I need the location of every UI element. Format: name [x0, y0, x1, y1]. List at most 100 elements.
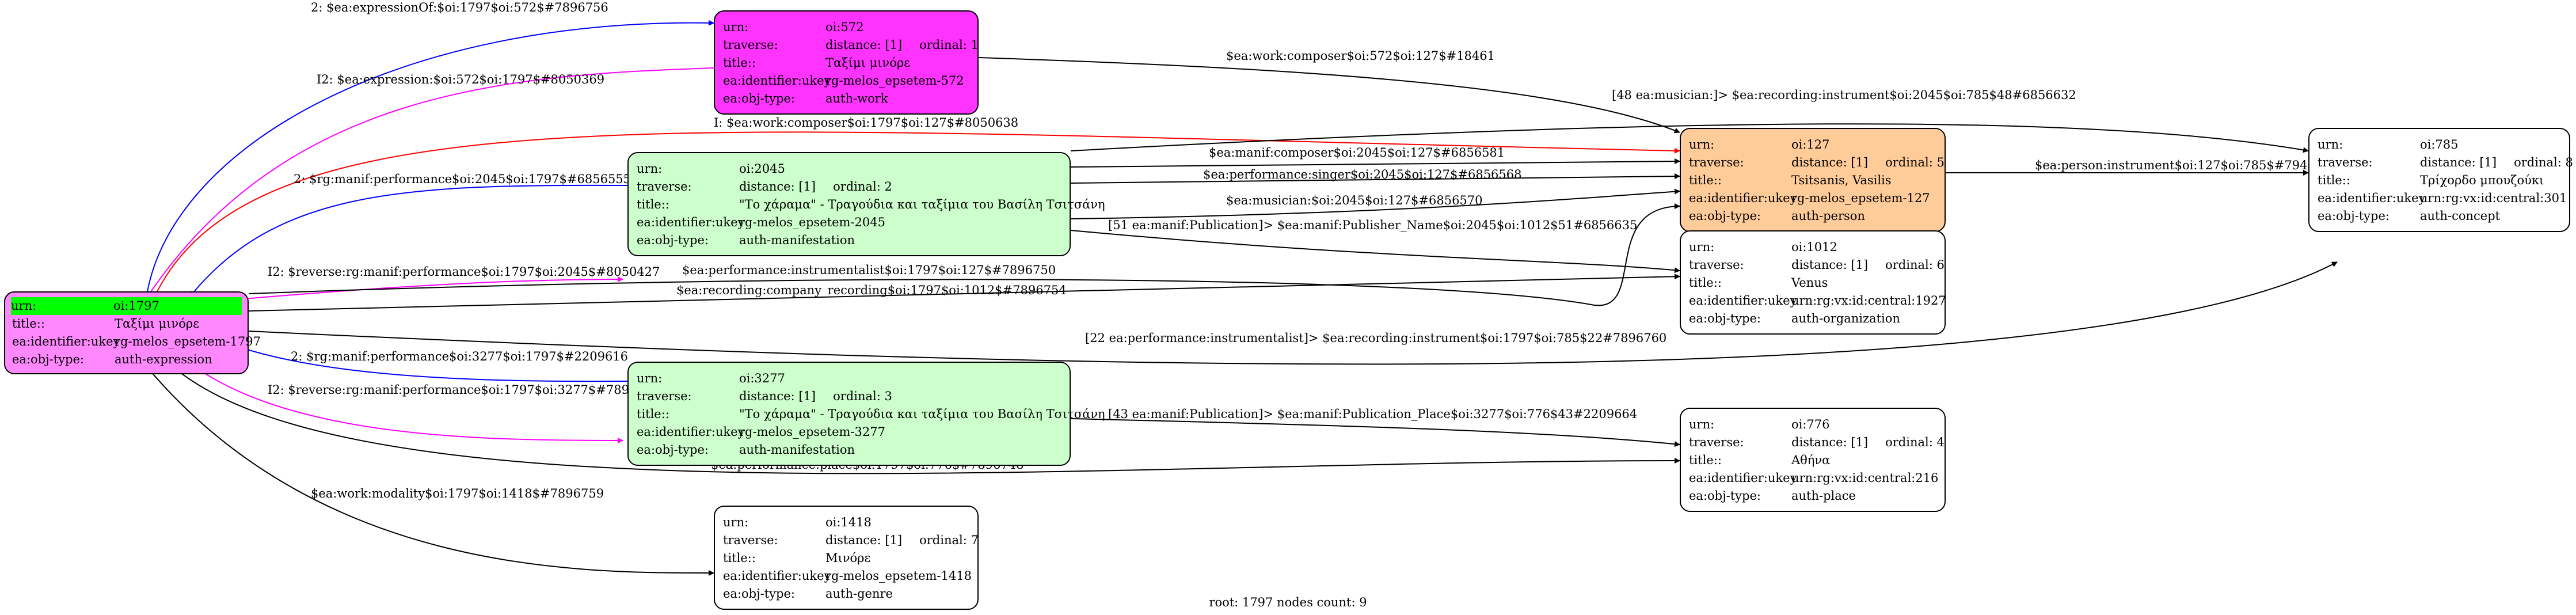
type-value: auth-manifestation: [739, 233, 855, 247]
edge-label: $ea:recording:company_recording$oi:1797$…: [676, 283, 1067, 297]
title-value: Τρίχορδο μπουζούκι: [2420, 173, 2544, 187]
title-key: title::: [1689, 453, 1722, 467]
node-1012[interactable]: urn:oi:1012 traverse:distance: [1]ordina…: [1680, 230, 1946, 335]
type-key: ea:obj-type:: [723, 92, 795, 105]
type-value: auth-manifestation: [739, 443, 855, 457]
edge-label: $ea:performance:singer$oi:2045$oi:127$#6…: [1203, 168, 1522, 181]
edge-label: $ea:work:modality$oi:1797$oi:1418$#78967…: [311, 487, 604, 500]
edge-572-1797: [146, 67, 714, 298]
distance-value: distance: [1]: [2420, 155, 2497, 169]
type-value: auth-work: [825, 92, 888, 105]
urn-value: oi:127: [1791, 138, 1830, 151]
urn-value: oi:572: [825, 20, 864, 34]
ukey-key: ea:identifier:ukey: [637, 425, 745, 439]
node-3277[interactable]: urn:oi:3277 traverse:distance: [1]ordina…: [627, 362, 1105, 466]
urn-key: urn:: [1689, 240, 1715, 254]
edge-2045-127-a: [1070, 158, 1680, 168]
ukey-value: rg-melos_epsetem-1797: [115, 335, 261, 348]
type-value: auth-genre: [825, 587, 893, 601]
type-value: auth-person: [1791, 209, 1865, 223]
ordinal-value: ordinal: 2: [833, 180, 892, 193]
edge-1797-1012: [248, 274, 1680, 312]
title-value: Μινόρε: [825, 551, 871, 565]
ukey-value: rg-melos_epsetem-3277: [739, 425, 885, 439]
title-value: Venus: [1791, 276, 1828, 290]
ukey-value: urn:rg:vx:id:central:1927: [1791, 294, 1946, 308]
urn-value: oi:3277: [739, 371, 785, 385]
urn-value: oi:1418: [825, 515, 872, 529]
urn-key: urn:: [11, 299, 37, 313]
node-1797[interactable]: urn:oi:1797 title::Ταξίμι μινόρε ea:iden…: [4, 291, 261, 374]
distance-value: distance: [1]: [1791, 155, 1869, 169]
edge-label: I2: $ea:expression:$oi:572$oi:1797$#8050…: [317, 73, 604, 86]
title-key: title::: [723, 551, 756, 565]
traverse-key: traverse:: [2318, 155, 2373, 169]
ukey-key: ea:identifier:ukey: [1689, 191, 1797, 205]
type-key: ea:obj-type:: [637, 233, 709, 247]
node-776[interactable]: urn:oi:776 traverse:distance: [1]ordinal…: [1680, 408, 1946, 512]
node-127[interactable]: urn:oi:127 traverse:distance: [1]ordinal…: [1680, 128, 1946, 232]
urn-key: urn:: [1689, 138, 1715, 151]
ordinal-value: ordinal: 6: [1885, 258, 1945, 272]
type-key: ea:obj-type:: [1689, 312, 1761, 325]
edge-label: I2: $reverse:rg:manif:performance$oi:179…: [268, 265, 660, 279]
type-key: ea:obj-type:: [1689, 209, 1761, 223]
urn-key: urn:: [1689, 417, 1715, 431]
ukey-key: ea:identifier:ukey: [723, 74, 831, 88]
traverse-key: traverse:: [637, 180, 692, 193]
edge-label: 2: $rg:manif:performance$oi:3277$oi:1797…: [291, 350, 628, 363]
traverse-key: traverse:: [1689, 258, 1744, 272]
type-key: ea:obj-type:: [637, 443, 709, 457]
urn-key: urn:: [723, 20, 749, 34]
urn-value: oi:1797: [113, 299, 159, 313]
edge-1797-785: [248, 261, 2338, 365]
type-value: auth-concept: [2420, 209, 2501, 223]
title-key: title::: [1689, 173, 1722, 187]
type-value: auth-place: [1791, 489, 1856, 503]
type-value: auth-expression: [115, 352, 212, 366]
edge-label: $ea:musician:$oi:2045$oi:127$#6856570: [1226, 193, 1483, 207]
type-key: ea:obj-type:: [12, 352, 84, 366]
edge-3277-776: [1070, 418, 1680, 447]
ukey-key: ea:identifier:ukey: [723, 569, 831, 583]
node-2045[interactable]: urn:oi:2045 traverse:distance: [1]ordina…: [627, 152, 1105, 256]
ordinal-value: ordinal: 1: [919, 38, 979, 52]
ukey-value: urn:rg:vx:id:central:301: [2420, 191, 2567, 205]
node-572[interactable]: urn:oi:572 traverse:distance: [1]ordinal…: [714, 10, 979, 115]
type-key: ea:obj-type:: [2318, 209, 2389, 223]
ordinal-value: ordinal: 4: [1885, 435, 1945, 449]
title-key: title::: [12, 317, 45, 331]
distance-value: distance: [1]: [825, 533, 903, 547]
edge-1797-2045: [224, 276, 623, 301]
traverse-key: traverse:: [1689, 435, 1744, 449]
edge-1797-776: [138, 323, 1680, 474]
urn-value: oi:776: [1791, 417, 1830, 431]
edge-1797-127-instr: [248, 203, 1680, 306]
edge-1797-1418: [113, 323, 714, 576]
edge-572-127: [978, 57, 1680, 134]
ukey-value: urn:rg:vx:id:central:216: [1791, 471, 1939, 485]
ukey-value: rg-melos_epsetem-1418: [825, 569, 972, 583]
edge-label: [48 ea:musician:]> $ea:recording:instrum…: [1612, 88, 2076, 102]
edge-1797-572: [146, 20, 714, 295]
title-key: title::: [2318, 173, 2350, 187]
ordinal-value: ordinal: 3: [833, 389, 892, 403]
edge-label: [43 ea:manif:Publication]> $ea:manif:Pub…: [1108, 407, 1637, 421]
edge-label: I: $ea:work:composer$oi:1797$oi:127$#805…: [714, 116, 1018, 130]
type-key: ea:obj-type:: [1689, 489, 1761, 503]
title-value: Ταξίμι μινόρε: [825, 56, 911, 70]
edge-2045-785: [1070, 123, 2309, 153]
edge-label: $ea:manif:composer$oi:2045$oi:127$#68565…: [1209, 146, 1505, 160]
node-1418[interactable]: urn:oi:1418 traverse:distance: [1]ordina…: [714, 506, 979, 610]
edge-label: 2: $rg:manif:performance$oi:2045$oi:1797…: [294, 172, 631, 186]
traverse-key: traverse:: [637, 389, 692, 403]
edge-label: [22 ea:performance:instrumentalist]> $ea…: [1085, 331, 1666, 345]
distance-value: distance: [1]: [825, 38, 903, 52]
title-value: Αθήνα: [1791, 453, 1831, 467]
urn-value: oi:785: [2420, 138, 2459, 151]
ukey-value: rg-melos_epsetem-2045: [739, 215, 885, 229]
graph-footer: root: 1797 nodes count: 9: [1209, 595, 1367, 609]
title-key: title::: [1689, 276, 1722, 290]
node-785[interactable]: urn:oi:785 traverse:distance: [1]ordinal…: [2308, 128, 2573, 232]
urn-key: urn:: [2318, 138, 2343, 151]
